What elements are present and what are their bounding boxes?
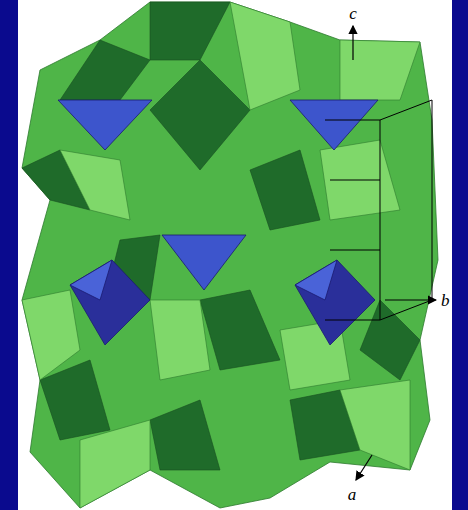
axis-label: a (348, 486, 357, 503)
axis-label: b (441, 292, 450, 309)
tetrahedra (58, 100, 378, 345)
light-facets (22, 2, 420, 508)
unit-cell (325, 100, 432, 320)
axis-label: c (349, 5, 357, 22)
octahedra-mass (22, 2, 438, 508)
dark-facets (22, 2, 420, 470)
axes (353, 26, 436, 480)
